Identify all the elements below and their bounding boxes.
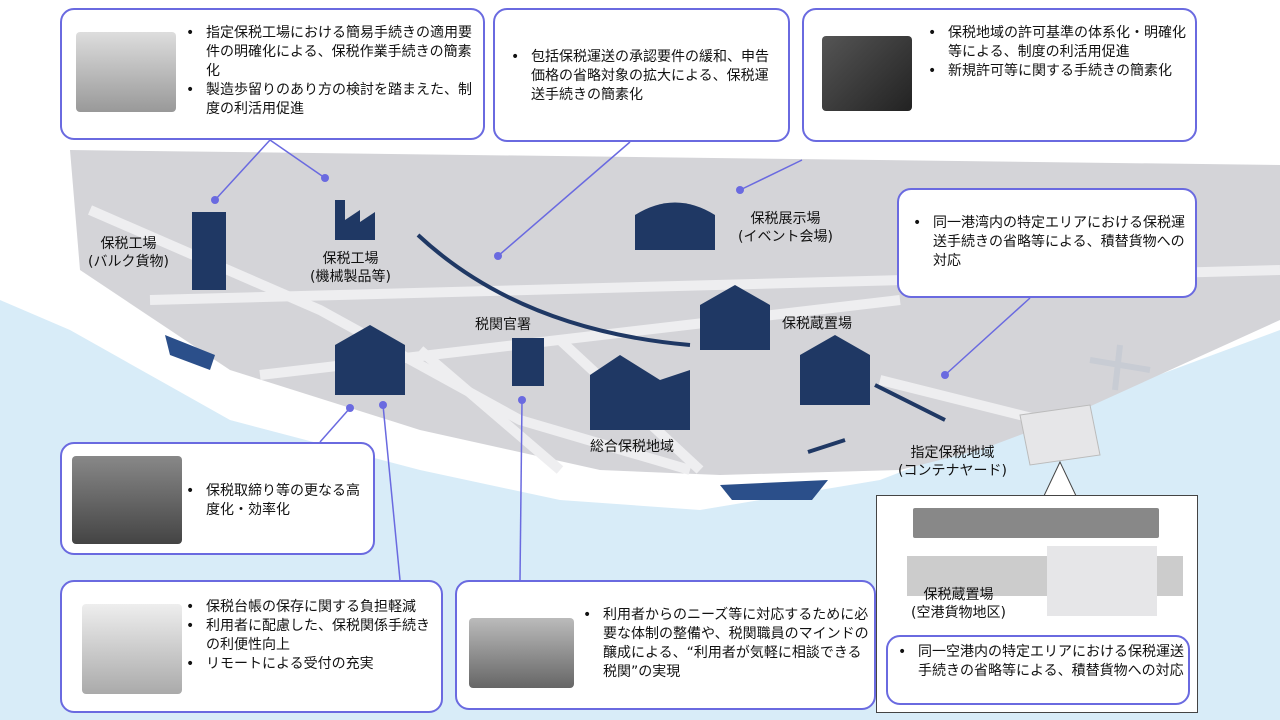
airplane-icon <box>1089 344 1151 391</box>
callout-bonded-area-permit: 保税地域の許可基準の体系化・明確化等による、制度の利活用促進新規許可等に関する手… <box>802 8 1197 142</box>
warehouse-icon <box>800 335 870 405</box>
inspection-image <box>72 456 182 544</box>
callout-control: 保税取締り等の更なる高度化・効率化 <box>60 442 375 555</box>
label-warehouse: 保税蔵置場 <box>782 316 852 332</box>
callout-customs-consult: 利用者からのニーズ等に対応するために必要な体制の整備や、税関職員のマインドの醸成… <box>455 580 876 710</box>
label-customs-office: 税関官署 <box>475 317 531 333</box>
warehouse-icon <box>700 285 770 350</box>
runway <box>913 508 1159 538</box>
callout-designated-factory: 指定保税工場における簡易手続きの適用要件の明確化による、保税作業手続きの簡素化製… <box>60 8 485 140</box>
silo-icon <box>192 212 226 290</box>
building-icons <box>192 200 870 430</box>
desk-worker-image <box>82 604 182 694</box>
airport-warehouses <box>1047 546 1157 616</box>
factory-line-image <box>76 32 176 112</box>
warehouse-icon <box>335 325 405 395</box>
ship-icon <box>720 480 828 500</box>
ship-icon <box>165 335 215 370</box>
callout-lines <box>214 139 1031 581</box>
callout-airport-area: 同一空港内の特定エリアにおける保税運送手続きの省略等による、積替貨物への対応 <box>886 635 1190 705</box>
transport-arrow <box>416 233 691 347</box>
label-exhibition: 保税展示場 (イベント会場) <box>738 211 833 245</box>
callout-port-area: 同一港湾内の特定エリアにおける保税運送手続きの省略等による、積替貨物への対応 <box>897 188 1197 298</box>
label-factory-bulk: 保税工場 (バルク貨物) <box>88 236 169 270</box>
stadium-icon <box>635 202 715 250</box>
label-designated: 指定保税地域 (コンテナヤード) <box>898 445 1007 479</box>
label-factory-machine: 保税工場 (機械製品等) <box>310 251 391 285</box>
label-airport-warehouse: 保税蔵置場 (空港貨物地区) <box>911 587 1006 621</box>
office-building-icon <box>512 338 544 386</box>
label-comprehensive: 総合保税地域 <box>590 439 674 455</box>
callout-ledger: 保税台帳の保存に関する負担軽減利用者に配慮した、保税関係手続きの利便性向上リモー… <box>60 580 443 713</box>
callout-comprehensive-transport: 包括保税運送の承認要件の緩和、申告価格の省略対象の拡大による、保税運送手続きの簡… <box>493 8 790 142</box>
transport-arrow <box>874 383 946 422</box>
complex-icon <box>590 355 690 430</box>
handshake-image <box>469 618 574 688</box>
factory-icon <box>335 200 375 240</box>
laptop-image <box>822 36 912 111</box>
transport-arrow <box>807 438 846 454</box>
